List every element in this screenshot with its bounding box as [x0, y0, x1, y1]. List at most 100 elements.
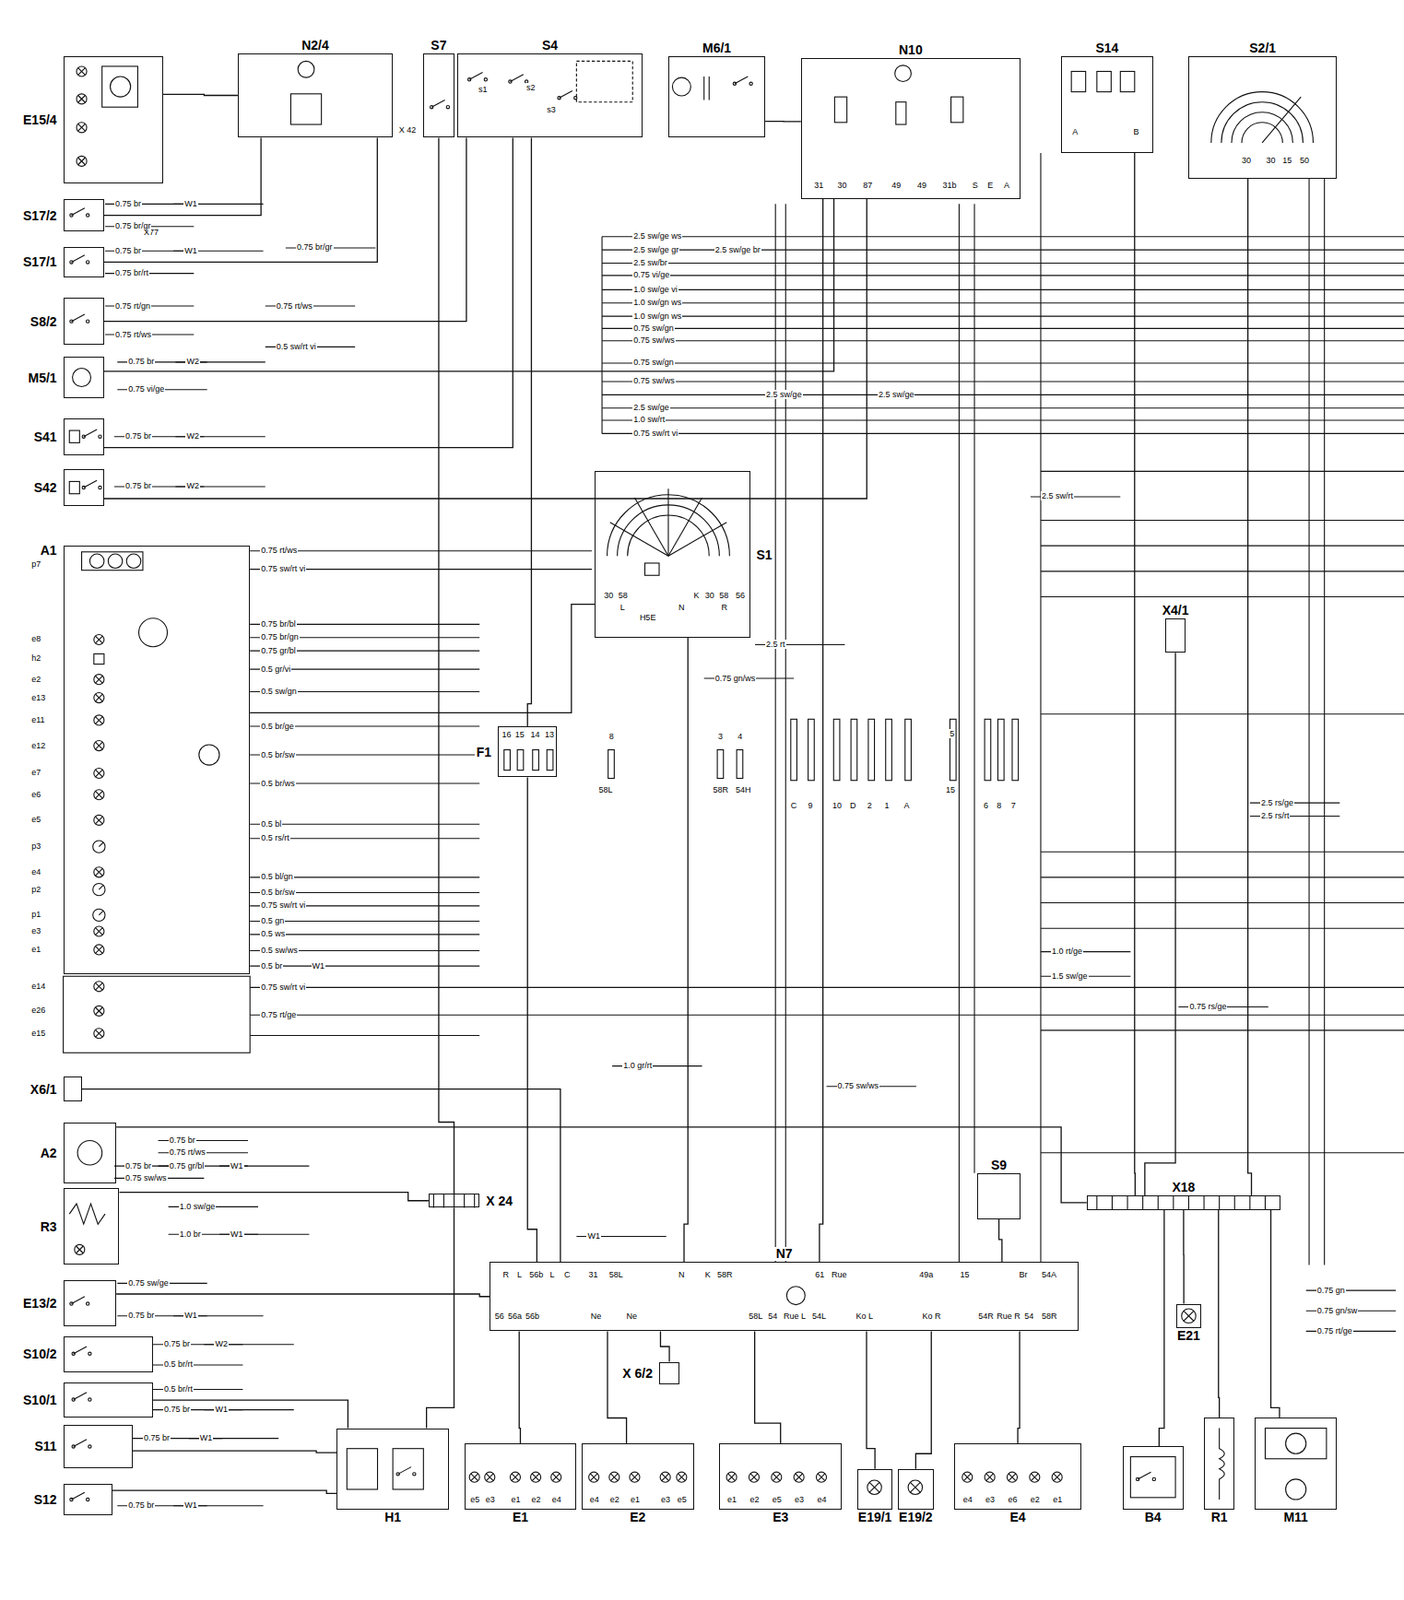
wire-label: 2.5 rs/rt [1260, 811, 1291, 821]
lamp-symbol [610, 1474, 618, 1482]
wire-connector [1158, 1210, 1165, 1448]
wire-label: 0.75 gr/bl [168, 1161, 206, 1171]
lamp-symbol [984, 1472, 995, 1483]
wire-label: 0.5 br/sw [259, 750, 296, 760]
fuse-symbol [608, 750, 615, 779]
wire-label: e6 [1006, 1495, 1018, 1505]
connector-pin [1172, 1195, 1174, 1210]
connector-pin [1249, 1195, 1251, 1210]
wire-label: e4 [551, 1495, 563, 1505]
component-label: S17/1 [21, 255, 59, 270]
switch-symbol [86, 1498, 90, 1501]
component-label: N10 [896, 43, 925, 58]
bus-wire [601, 380, 1404, 382]
component-label: S2/1 [1247, 41, 1278, 56]
wire-label: 56b [524, 1311, 541, 1322]
lamp-symbol [94, 1005, 105, 1016]
wire-label: Ne [625, 1311, 638, 1322]
wiring-drawing [63, 60, 1404, 1506]
bus-wire [249, 1035, 480, 1037]
lamp-symbol [677, 1474, 685, 1482]
cluster-wire [249, 550, 592, 552]
bus-wire [1040, 596, 1404, 598]
wire-label: 0.75 sw/ws [632, 376, 676, 386]
wire-label: e13 [30, 693, 47, 703]
lamp-symbol [78, 94, 86, 103]
wire-label: e2 [609, 1495, 621, 1505]
lamp-symbol [78, 123, 86, 131]
component-label: S14 [1093, 41, 1121, 56]
switch-symbol [70, 1297, 84, 1305]
wire-label: 2.5 sw/ge ws [632, 231, 683, 241]
wire-label: e1 [629, 1495, 641, 1505]
lamp-symbol [726, 1472, 737, 1483]
switch-symbol [749, 82, 753, 85]
wire-label: 56 [494, 1311, 506, 1322]
lamp-symbol [94, 1029, 103, 1038]
wire-connector [999, 1219, 1003, 1263]
cluster-wire [249, 824, 480, 826]
wire-label: 0.75 rt/ge [1316, 1326, 1354, 1336]
wire-label: 1.0 sw/ge vi [632, 284, 679, 295]
lamp-symbol [750, 1474, 758, 1482]
wire-connector [1217, 1210, 1220, 1419]
wire-label: 0.75 br [124, 481, 153, 491]
wire-label: 2.5 rt [765, 639, 787, 649]
fuse-symbol [790, 719, 798, 780]
wire-connector [1144, 652, 1176, 1196]
lamp-symbol [94, 867, 105, 878]
lamp-symbol [728, 1474, 736, 1482]
relay-symbol [392, 1449, 424, 1490]
wire-connector [1182, 1210, 1185, 1305]
component-box: S1 [594, 471, 750, 638]
wire-label: Ko R [920, 1311, 942, 1322]
relay-symbol [346, 1449, 378, 1490]
speaker-symbol [290, 94, 321, 125]
fuse-symbol [717, 750, 724, 779]
component-label: X6/1 [28, 1082, 59, 1097]
component-label: S10/1 [21, 1393, 59, 1408]
wire-label: L [619, 602, 626, 613]
gauge-symbol [93, 884, 106, 897]
motor-symbol [672, 77, 691, 96]
wire-label: s3 [545, 105, 557, 115]
wire-label: 0.5 br/ge [259, 721, 295, 732]
connector-pin [433, 1193, 435, 1208]
cluster-wire [249, 966, 480, 968]
wire-label: 0.75 br/gn [259, 632, 300, 642]
wire-label: 4 [736, 731, 744, 742]
wire-connector [684, 637, 688, 1263]
lamp-symbol [94, 868, 103, 876]
connector-pin [1142, 1195, 1144, 1210]
component-label: S4 [540, 38, 560, 53]
wire-label: p2 [30, 884, 42, 895]
lamp-symbol [76, 122, 87, 133]
wire-label: 30 [602, 590, 614, 601]
lamp-symbol [94, 928, 103, 936]
part-outline [102, 66, 139, 107]
wire [958, 203, 960, 1263]
wire-label: 7 [1010, 801, 1017, 811]
gauge-symbol [93, 840, 106, 853]
wire-label: S [971, 180, 980, 190]
component-label: X 24 [483, 1193, 515, 1208]
switch-arc [610, 522, 669, 557]
switch-symbol [73, 1439, 87, 1448]
motor-symbol [1286, 1433, 1307, 1454]
wire-label: W2 [213, 1339, 229, 1349]
lamp-symbol [94, 816, 103, 825]
lamp-symbol [1030, 1474, 1039, 1482]
lamp-symbol [1006, 1472, 1017, 1483]
wire-label: B [1132, 127, 1141, 137]
wire [775, 203, 777, 1263]
wire-label: 0.75 br [127, 1310, 155, 1321]
switch-symbol [483, 78, 487, 82]
component-box: A2 [63, 1122, 118, 1184]
component-box: S41 [63, 418, 105, 456]
wire-label: 54 [1023, 1311, 1035, 1322]
component-box: X 6/2 [659, 1362, 680, 1385]
wire-connector [438, 137, 455, 1194]
lamp-symbol [815, 1472, 826, 1483]
lamp-symbol [94, 790, 105, 801]
lamp-symbol [817, 1474, 826, 1482]
